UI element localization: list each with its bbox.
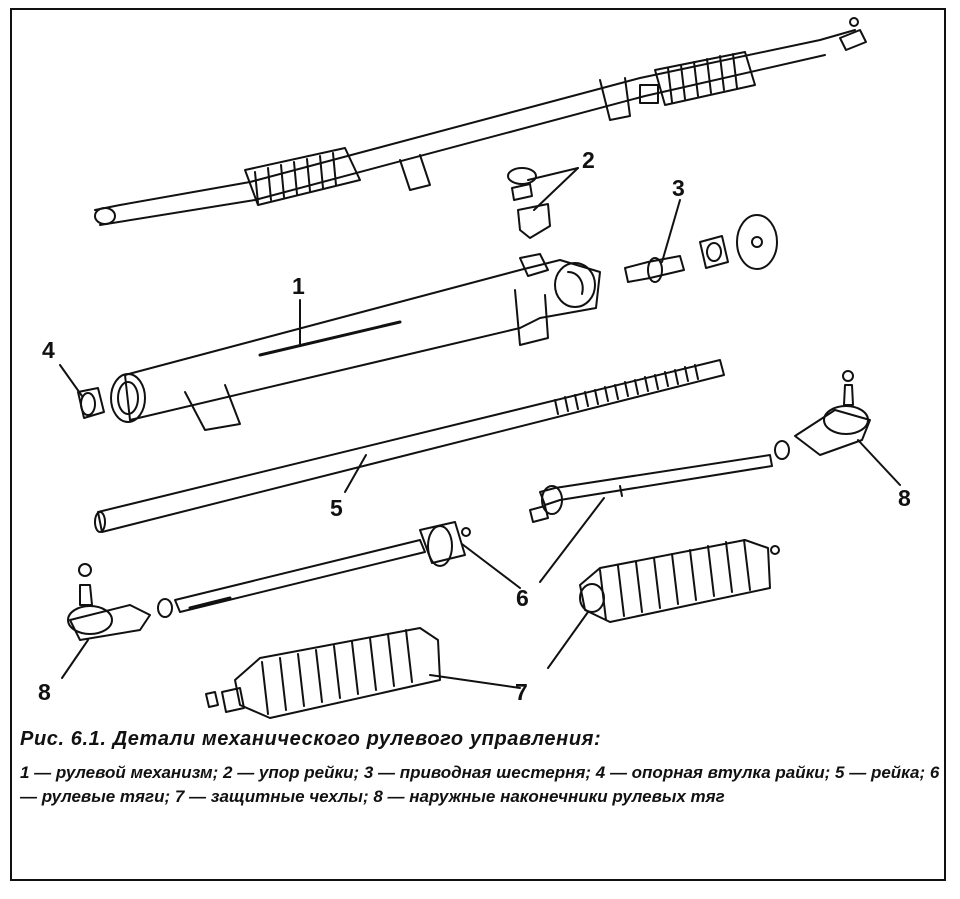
- steering-diagram: 1 2 3 4 5 6 7 8 8: [38, 17, 911, 719]
- tie-rod-end-right: [774, 370, 871, 460]
- tie-rod-end-left: [67, 563, 173, 641]
- legend-item-5: 5 — рейка;: [835, 763, 926, 782]
- leader-lines: [59, 167, 901, 689]
- callout-6: 6: [516, 585, 529, 611]
- legend-item-7: 7 — защитные чехлы;: [174, 787, 369, 806]
- callout-4: 4: [42, 337, 55, 363]
- caption-legend: 1 — рулевой механизм; 2 — упор рейки; 3 …: [20, 761, 940, 809]
- figure-caption: Рис. 6.1. Детали механического рулевого …: [20, 728, 940, 809]
- callout-labels: 1 2 3 4 5 6 7 8 8: [38, 147, 911, 705]
- legend-item-3: 3 — приводная шестерня;: [363, 763, 592, 782]
- tie-rod-left: [174, 521, 471, 613]
- legend-item-1: 1 — рулевой механизм;: [20, 763, 219, 782]
- rack-bar: [94, 359, 725, 533]
- legend-item-4: 4 — опорная втулка райки;: [595, 763, 831, 782]
- callout-8-left: 8: [38, 679, 51, 705]
- callout-2: 2: [582, 147, 595, 173]
- callout-3: 3: [672, 175, 685, 201]
- legend-item-6: 6 — рулевые тяги;: [20, 763, 940, 806]
- callout-7: 7: [515, 679, 528, 705]
- support-bushing: [77, 387, 105, 419]
- drive-pinion: [624, 214, 778, 283]
- rack-thrust-part: [507, 167, 551, 239]
- legend-item-8: 8 — наружные наконечники рулевых тяг: [373, 787, 725, 806]
- tie-rod-right: [529, 454, 773, 523]
- callout-8-right: 8: [898, 485, 911, 511]
- steering-housing: [110, 253, 601, 431]
- callout-5: 5: [330, 495, 343, 521]
- callout-1: 1: [292, 273, 305, 299]
- figure-frame: [10, 8, 946, 881]
- boot-right: [579, 539, 780, 623]
- assembled-rack: [94, 17, 867, 226]
- caption-title: Рис. 6.1. Детали механического рулевого …: [20, 728, 602, 750]
- legend-item-2: 2 — упор рейки;: [223, 763, 360, 782]
- boot-left: [205, 627, 441, 719]
